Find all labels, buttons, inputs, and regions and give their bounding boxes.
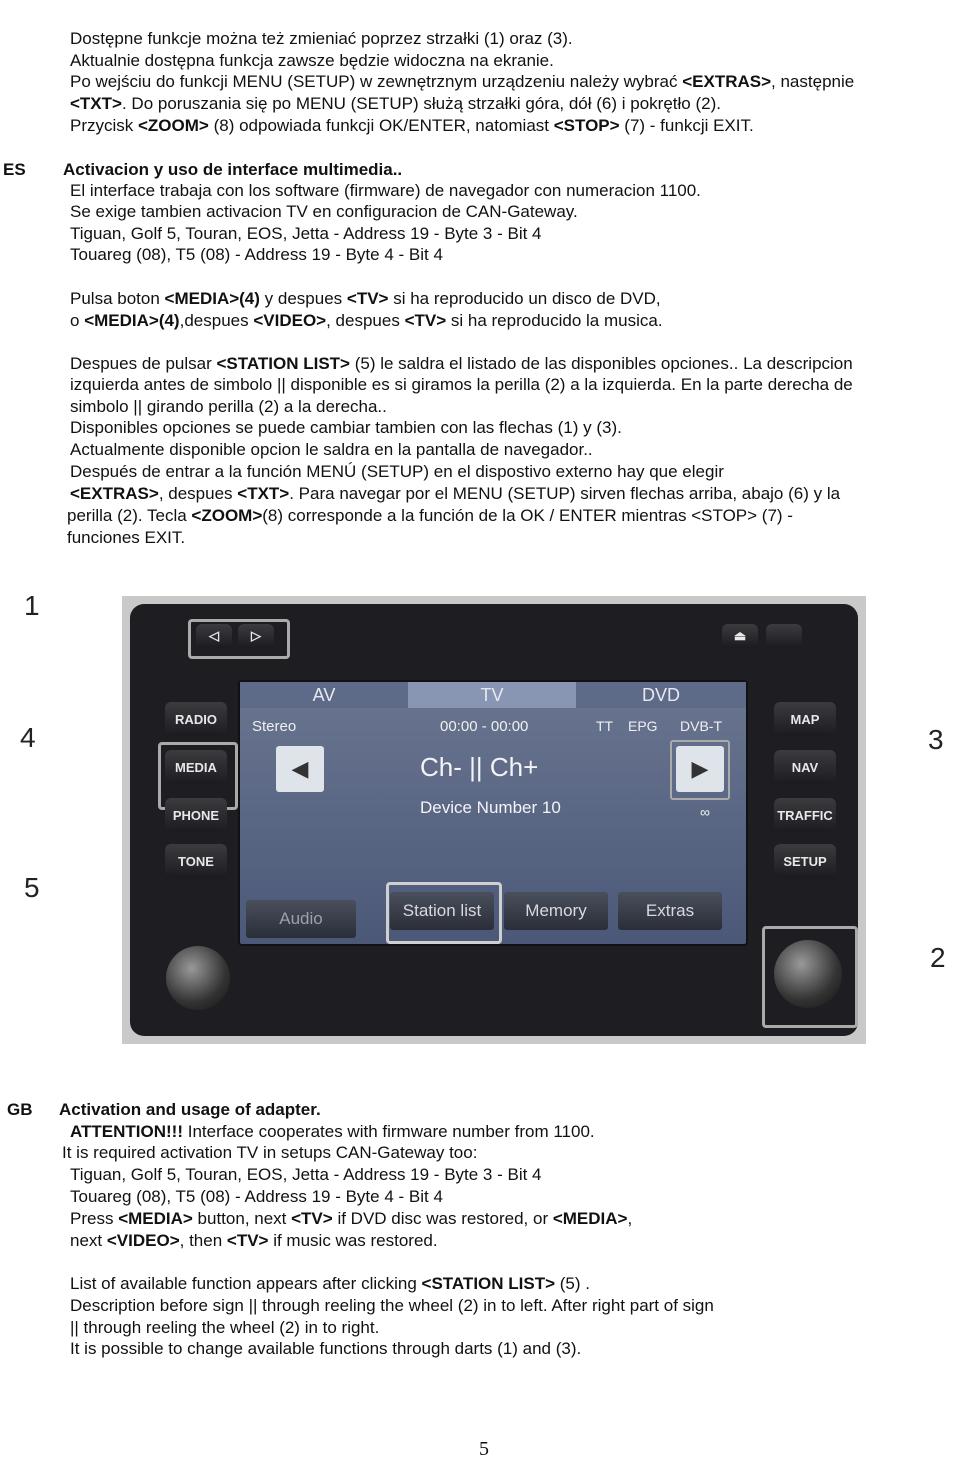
radio-device-photo: ◁ ▷ ⏏ RADIO MEDIA PHONE TONE MAP NAV TRA…: [122, 596, 866, 1044]
es-para2-line-4: Disponibles opciones se puede cambiar ta…: [70, 418, 622, 437]
gb-para2-line-3: || through reeling the wheel (2) in to r…: [70, 1318, 380, 1337]
tab-av[interactable]: AV: [240, 682, 408, 708]
es-para2-line-9: funciones EXIT.: [67, 528, 186, 547]
channel-next-button[interactable]: ▶: [676, 746, 724, 792]
callout-4: 4: [20, 722, 36, 753]
softkey-audio[interactable]: Audio: [246, 900, 356, 938]
gb-para2-line-4: It is possible to change available funct…: [70, 1339, 582, 1358]
pl-line-4: <TXT>. Do poruszania się po MENU (SETUP)…: [70, 94, 721, 113]
tuning-knob[interactable]: [774, 940, 842, 1008]
pl-line-2: Aktualnie dostępna funkcja zawsze będzie…: [70, 51, 554, 70]
channel-prev-button[interactable]: ◀: [276, 746, 324, 792]
es-line-3: Tiguan, Golf 5, Touran, EOS, Jetta - Add…: [70, 224, 542, 243]
es-para2-line-3: simbolo || girando perilla (2) a la dere…: [70, 397, 387, 416]
display-screen: AV TV DVD Stereo 00:00 - 00:00 TT EPG DV…: [238, 680, 748, 946]
radio-button[interactable]: RADIO: [165, 702, 227, 736]
top-right-button[interactable]: [766, 624, 802, 648]
play-left-icon: ◀: [291, 756, 309, 781]
device-number-label: Device Number 10: [420, 798, 561, 817]
station-list-highlight: [386, 882, 502, 944]
pl-line-3: Po wejściu do funkcji MENU (SETUP) w zew…: [70, 72, 855, 91]
es-para2-line-5: Actualmente disponible opcion le saldra …: [70, 440, 593, 459]
callout-5: 5: [24, 872, 40, 903]
pl-line-1: Dostępne funkcje można też zmieniać popr…: [70, 29, 573, 48]
epg-label: EPG: [628, 718, 658, 734]
gb-para2-line-2: Description before sign || through reeli…: [70, 1296, 714, 1315]
tone-button[interactable]: TONE: [165, 844, 227, 878]
es-line-1: El interface trabaja con los software (f…: [70, 181, 701, 200]
gb-line-5: Press <MEDIA> button, next <TV> if DVD d…: [70, 1209, 633, 1228]
callout-3: 3: [928, 724, 944, 755]
es-para1-line-2: o <MEDIA>(4),despues <VIDEO>, despues <T…: [70, 311, 663, 330]
triangle-left-icon: ◁: [209, 628, 219, 643]
softkey-extras[interactable]: Extras: [618, 892, 722, 930]
nav-button[interactable]: NAV: [774, 750, 836, 784]
channel-next-highlight: [670, 740, 730, 800]
gb-line-2: It is required activation TV in setups C…: [62, 1143, 478, 1162]
page-number: 5: [479, 1438, 489, 1460]
tuning-knob-highlight: [762, 926, 858, 1028]
es-language-tag: ES: [3, 160, 26, 179]
es-para2-line-6: Después de entrar a la función MENÚ (SET…: [70, 462, 724, 481]
es-para1-line-1: Pulsa boton <MEDIA>(4) y despues <TV> si…: [70, 289, 661, 308]
gb-line-4: Touareg (08), T5 (08) - Address 19 - Byt…: [70, 1187, 443, 1206]
channel-label: Ch- || Ch+: [420, 752, 539, 782]
tab-dvd[interactable]: DVD: [576, 682, 746, 708]
eject-button[interactable]: ⏏: [722, 624, 758, 648]
eject-icon: ⏏: [733, 628, 747, 643]
phone-button[interactable]: PHONE: [165, 798, 227, 832]
pl-line-5: Przycisk <ZOOM> (8) odpowiada funkcji OK…: [70, 116, 754, 135]
es-line-4: Touareg (08), T5 (08) - Address 19 - Byt…: [70, 245, 443, 264]
es-para2-line-1: Despues de pulsar <STATION LIST> (5) le …: [70, 354, 853, 373]
gb-line-3: Tiguan, Golf 5, Touran, EOS, Jetta - Add…: [70, 1165, 542, 1184]
power-volume-knob[interactable]: [166, 946, 230, 1010]
play-right-icon: ▶: [691, 756, 709, 781]
gb-para2-line-1: List of available function appears after…: [70, 1274, 590, 1293]
es-para2-line-2: izquierda antes de simbolo || disponible…: [70, 375, 853, 394]
tab-tv[interactable]: TV: [408, 682, 576, 708]
loop-icon: ∞: [700, 804, 710, 820]
gb-language-tag: GB: [7, 1100, 33, 1119]
es-title: Activacion y uso de interface multimedia…: [63, 160, 403, 179]
es-para2-line-8: perilla (2). Tecla <ZOOM>(8) corresponde…: [67, 506, 793, 525]
map-button[interactable]: MAP: [774, 702, 836, 736]
arrow-right-button[interactable]: ▷: [238, 624, 274, 648]
stereo-label: Stereo: [252, 718, 297, 735]
gb-line-6: next <VIDEO>, then <TV> if music was res…: [70, 1231, 438, 1250]
setup-button[interactable]: SETUP: [774, 844, 836, 878]
media-button[interactable]: MEDIA: [165, 750, 227, 784]
callout-2: 2: [930, 942, 946, 973]
arrow-left-button[interactable]: ◁: [196, 624, 232, 648]
es-para2-line-7: <EXTRAS>, despues <TXT>. Para navegar po…: [70, 484, 841, 503]
es-line-2: Se exige tambien activacion TV en config…: [70, 202, 578, 221]
triangle-right-icon: ▷: [251, 628, 261, 643]
gb-attention-line: ATTENTION!!! Interface cooperates with f…: [70, 1122, 595, 1141]
tt-label: TT: [596, 718, 614, 734]
time-label: 00:00 - 00:00: [440, 718, 529, 735]
arrow-buttons-highlight: [188, 619, 290, 659]
gb-title: Activation and usage of adapter.: [59, 1100, 321, 1119]
softkey-memory[interactable]: Memory: [504, 892, 608, 930]
callout-1: 1: [24, 590, 40, 621]
softkey-station-list[interactable]: Station list: [390, 892, 494, 930]
traffic-button[interactable]: TRAFFIC: [774, 798, 836, 832]
dvbt-label: DVB-T: [680, 718, 722, 734]
